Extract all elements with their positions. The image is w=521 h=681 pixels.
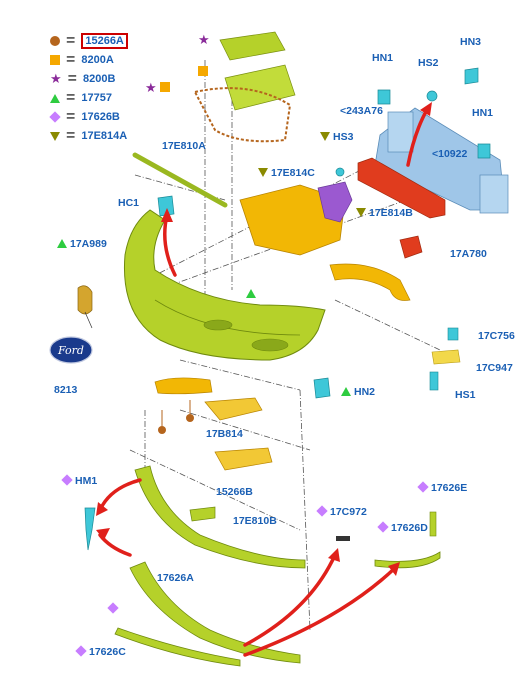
- assembly-arrowheads: [96, 102, 432, 576]
- legend-marker-triangle-down-icon: [50, 131, 60, 141]
- strip-17e810a: [132, 152, 228, 208]
- sensor-hs1: [429, 371, 439, 391]
- clip-17626e: [429, 511, 437, 537]
- marker-diamond-lower: [107, 602, 121, 615]
- part-17a780: [399, 235, 423, 259]
- label-15266b: 15266B: [216, 486, 253, 498]
- clip-hs2: [426, 90, 438, 102]
- label-17626d: 17626D: [377, 521, 428, 534]
- bracket-17b814: [204, 397, 263, 421]
- label-hn1-top: HN1: [372, 52, 394, 64]
- bumper-intake: [251, 338, 289, 352]
- legend-code: 8200A: [81, 54, 114, 66]
- upper-grille-top: [219, 31, 286, 61]
- clip-hn1-top: [377, 89, 391, 105]
- legend-marker-diamond-icon: [49, 111, 61, 123]
- clip-17c972: [336, 536, 350, 541]
- legend-code: 17626B: [81, 111, 120, 123]
- clip-hn1-right: [477, 143, 491, 159]
- label-10922: <10922: [432, 148, 468, 160]
- logo-wordmark: Ford: [57, 344, 84, 357]
- clip-hc1: [157, 195, 175, 217]
- label-hs3: HS3: [320, 131, 353, 143]
- cap-leader: [84, 311, 93, 329]
- marker-bumper: [246, 288, 259, 300]
- label-17626c: 17626C: [75, 645, 126, 658]
- legend-code: 17757: [81, 92, 112, 104]
- label-8213: 8213: [54, 384, 78, 396]
- sensor-bracket-17c947: [431, 349, 461, 365]
- pin-hm1: [84, 507, 96, 551]
- legend-item-8200b: ★= 8200B: [50, 70, 116, 87]
- label-17626a: 17626A: [157, 572, 194, 584]
- fog-bulb-right: [186, 414, 194, 422]
- lower-panel-17626c: [129, 561, 301, 664]
- legend-marker-square-icon: [50, 55, 60, 65]
- clip-hn2: [313, 377, 331, 399]
- marker-grille-top: ★: [198, 32, 210, 47]
- label-17c972: 17C972: [316, 505, 367, 518]
- bolt-hs3: [335, 167, 345, 177]
- label-hs2: HS2: [418, 57, 439, 69]
- label-17c947: 17C947: [476, 362, 513, 374]
- cap-17a989: [77, 285, 93, 315]
- label-hn3: HN3: [460, 36, 482, 48]
- label-hn2: HN2: [341, 386, 375, 398]
- label-17626e: 17626E: [417, 481, 467, 494]
- upper-bracket-17e814c: [239, 184, 346, 256]
- label-17e814b: 17E814B: [356, 207, 413, 219]
- label-17a989: 17A989: [57, 238, 107, 250]
- sensor-17c756: [447, 327, 459, 341]
- bracket-15266b: [214, 447, 273, 471]
- legend-marker-triangle-up-icon: [50, 93, 60, 103]
- grille-frame-ring: [193, 87, 292, 143]
- legend-code: 8200B: [83, 73, 116, 85]
- legend-item-8200a: = 8200A: [50, 51, 114, 68]
- legend-item-17e814a: = 17E814A: [50, 127, 128, 144]
- legend-item-15266a: = 15266A: [50, 32, 128, 49]
- clip-hn3: [464, 67, 479, 85]
- legend-code: 17E814A: [81, 130, 128, 142]
- lower-strip-17626c: [114, 627, 241, 667]
- lower-panel-17626a: [134, 465, 306, 569]
- legend-item-17626b: = 17626B: [49, 108, 120, 125]
- label-17a780: 17A780: [450, 248, 487, 260]
- upper-grille-mid: [224, 64, 296, 111]
- legend-marker-circle-icon: [50, 36, 60, 46]
- label-17e814c: 17E814C: [258, 167, 315, 179]
- marker-grille-mid: [198, 66, 211, 78]
- bumper-fog-opening: [203, 319, 233, 331]
- label-243a76: <243A76: [340, 105, 383, 117]
- label-hm1: HM1: [61, 474, 97, 487]
- side-support: [329, 263, 411, 301]
- bumper-cover: [123, 209, 326, 361]
- label-hc1: HC1: [118, 197, 140, 209]
- side-trim-17626d: [374, 551, 441, 569]
- label-17b814: 17B814: [206, 428, 243, 440]
- label-17c756: 17C756: [478, 330, 515, 342]
- label-hs1: HS1: [455, 389, 476, 401]
- beam-bracket-right: [479, 174, 509, 214]
- bracket-hs3: [317, 181, 353, 223]
- label-17e810b: 17E810B: [233, 515, 277, 527]
- legend-marker-star-icon: ★: [50, 71, 62, 86]
- ford-logo-icon: Ford: [49, 336, 93, 364]
- fog-bulb-left: [158, 426, 166, 434]
- label-17e810a: 17E810A: [162, 140, 206, 152]
- legend-item-17757: = 17757: [50, 89, 112, 106]
- label-hn1-right: HN1: [472, 107, 494, 119]
- strip-17e810b: [189, 506, 216, 522]
- marker-frame: ★: [145, 81, 173, 94]
- legend-code: 15266A: [81, 33, 128, 49]
- bracket-left-lower: [154, 377, 213, 395]
- beam-bracket-left: [387, 111, 414, 153]
- energy-absorber: [357, 157, 446, 219]
